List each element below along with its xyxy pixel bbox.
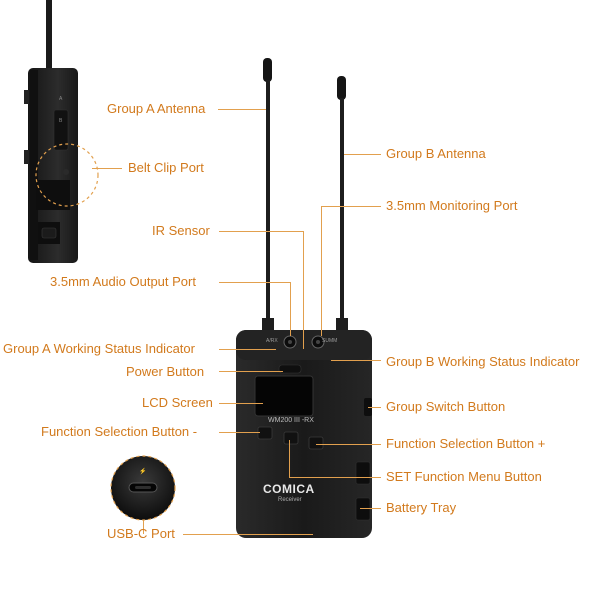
leader-audio-out-v: [290, 282, 291, 336]
belt-clip-highlight: [35, 143, 99, 207]
leader-group-a-antenna: [218, 109, 266, 110]
svg-text:A: A: [59, 96, 63, 102]
leader-group-a-status: [219, 349, 276, 350]
label-usb-c-port: USB-C Port: [107, 526, 175, 541]
leader-battery: [360, 508, 381, 509]
label-group-switch-button: Group Switch Button: [386, 399, 506, 414]
leader-set-v: [289, 440, 290, 477]
antennas: [262, 58, 348, 332]
label-monitoring-port: 3.5mm Monitoring Port: [386, 198, 518, 213]
jack-a-label: A/RX: [266, 338, 278, 344]
svg-text:B: B: [59, 118, 63, 124]
label-group-a-antenna: Group A Antenna: [107, 101, 206, 116]
leader-group-b-status: [331, 360, 381, 361]
label-group-a-status: Group A Working Status Indicator: [3, 341, 195, 356]
usb-c-inset: ⚡: [110, 455, 176, 521]
label-audio-output-port: 3.5mm Audio Output Port: [50, 274, 196, 289]
leader-monitoring-v: [321, 206, 322, 336]
leader-ir-h: [219, 231, 303, 232]
leader-ir-v: [303, 231, 304, 349]
leader-usb-c-v: [143, 520, 144, 534]
brand-logo: COMICA: [263, 482, 315, 496]
label-group-b-antenna: Group B Antenna: [386, 146, 486, 161]
jack-b-label: SUMM: [322, 338, 338, 344]
leader-function-plus: [316, 444, 381, 445]
label-belt-clip-port: Belt Clip Port: [128, 160, 204, 175]
label-battery-tray: Battery Tray: [386, 500, 457, 515]
label-power-button: Power Button: [126, 364, 205, 379]
leader-power: [219, 371, 283, 372]
label-group-b-status: Group B Working Status Indicator: [386, 354, 580, 369]
label-function-plus: Function Selection Button +: [386, 436, 546, 451]
leader-set-h: [289, 477, 381, 478]
leader-group-b-antenna: [344, 154, 381, 155]
label-ir-sensor: IR Sensor: [152, 223, 210, 238]
leader-audio-out-h: [219, 282, 290, 283]
leader-belt-clip: [92, 168, 122, 169]
label-function-minus: Function Selection Button -: [41, 424, 198, 439]
leader-usb-c: [183, 534, 313, 535]
receiver-body: [236, 330, 372, 538]
side-view: A B: [24, 0, 78, 263]
leader-monitoring-h: [321, 206, 381, 207]
brand-subtitle: Receiver: [278, 497, 302, 503]
svg-text:⚡: ⚡: [139, 467, 146, 475]
leader-group-switch: [368, 407, 381, 408]
leader-lcd: [219, 403, 263, 404]
label-lcd-screen: LCD Screen: [142, 395, 213, 410]
model-label: WM200 III -RX: [268, 417, 314, 424]
label-set-menu-button: SET Function Menu Button: [386, 469, 542, 484]
leader-function-minus: [219, 432, 260, 433]
